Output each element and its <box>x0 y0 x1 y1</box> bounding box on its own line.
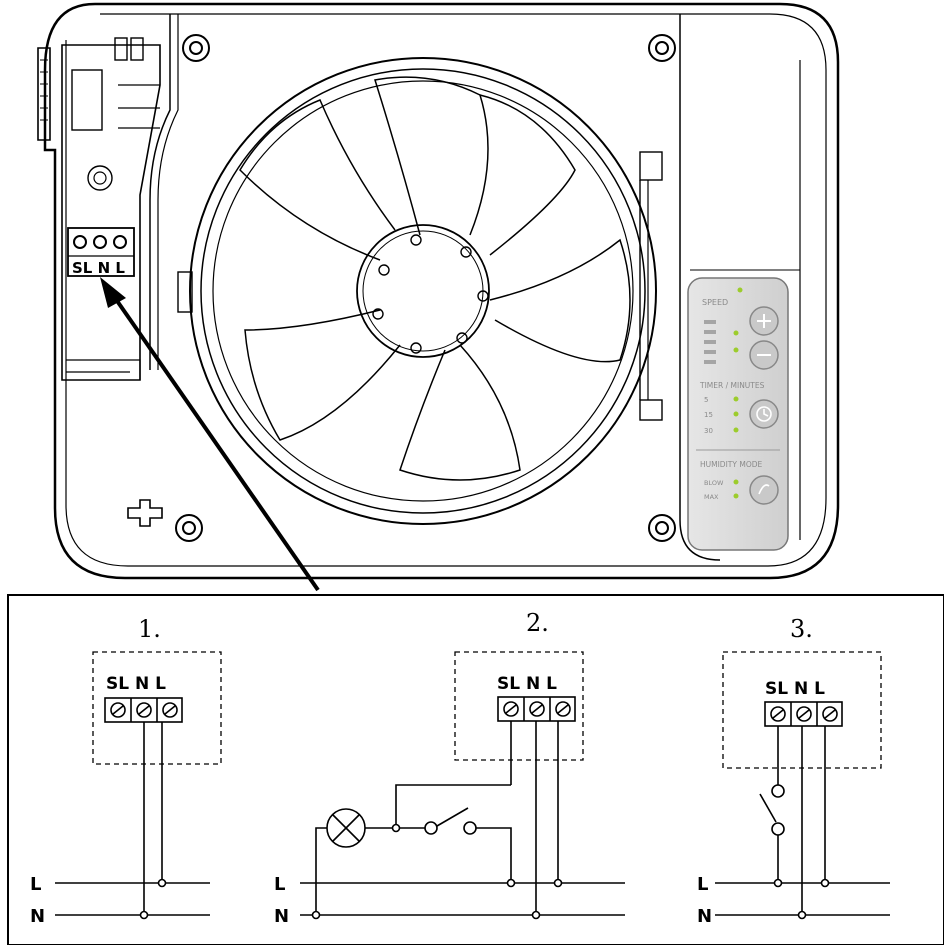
enclosure-outline <box>454 651 584 761</box>
clock-icon <box>756 406 772 422</box>
timer-button[interactable] <box>749 399 779 429</box>
cross-cutout <box>127 499 163 527</box>
fan-blades <box>239 76 631 481</box>
switch-lever-icon <box>436 807 469 827</box>
timer-label: TIMER / MINUTES <box>699 381 765 390</box>
wiring-diagrams-frame <box>7 594 944 945</box>
switch-contact <box>463 821 477 835</box>
switch-contact <box>771 784 785 798</box>
humidity-label: HUMIDITY MODE <box>700 460 762 469</box>
timer-option: 15 <box>704 411 713 419</box>
wiring-diagram-2 <box>300 651 625 920</box>
switch-contact <box>424 821 438 835</box>
terminal-label: SL N L <box>765 679 825 699</box>
switch-lever-icon <box>759 793 777 823</box>
wiring-diagram-1 <box>55 651 222 920</box>
line-label: L <box>697 874 708 895</box>
humidity-icon <box>758 484 770 495</box>
enclosure-outline <box>92 651 222 765</box>
terminal-strip <box>764 701 843 727</box>
fan-ring <box>189 57 657 525</box>
diagram-number: 1. <box>138 615 161 643</box>
humidity-option: MAX <box>704 493 719 501</box>
diagram-number: 2. <box>526 609 549 637</box>
unit-terminal-label: SL N L <box>72 259 125 277</box>
humidity-option: BLOW <box>704 479 724 487</box>
control-panel: SPEED TIMER / MINUTES 5 15 30 HUMIDI <box>687 277 789 551</box>
timer-option: 30 <box>704 427 713 435</box>
line-label: L <box>30 874 41 895</box>
wiring-diagram-3 <box>715 651 890 920</box>
side-clip <box>37 47 51 141</box>
switch-contact <box>771 822 785 836</box>
wire-sl-route <box>395 784 511 828</box>
speed-down-button[interactable] <box>749 340 779 370</box>
neutral-label: N <box>30 906 45 927</box>
terminal-block <box>67 227 135 277</box>
neutral-label: N <box>274 906 289 927</box>
fan-hub <box>356 224 490 358</box>
terminal-label: SL N L <box>106 674 166 694</box>
diagram-number: 3. <box>790 615 813 643</box>
neutral-label: N <box>697 906 712 927</box>
pointer-arrow <box>100 277 320 592</box>
humidity-button[interactable] <box>749 475 779 505</box>
speed-label: SPEED <box>702 298 728 307</box>
terminal-label: SL N L <box>497 674 557 694</box>
speed-bars-icon <box>704 320 716 364</box>
timer-option: 5 <box>704 396 708 404</box>
plus-icon <box>757 314 771 328</box>
speed-up-button[interactable] <box>749 306 779 336</box>
fan-unit <box>37 2 840 580</box>
line-label: L <box>274 874 285 895</box>
terminal-compartment <box>61 44 161 381</box>
hub-screws <box>372 234 489 354</box>
